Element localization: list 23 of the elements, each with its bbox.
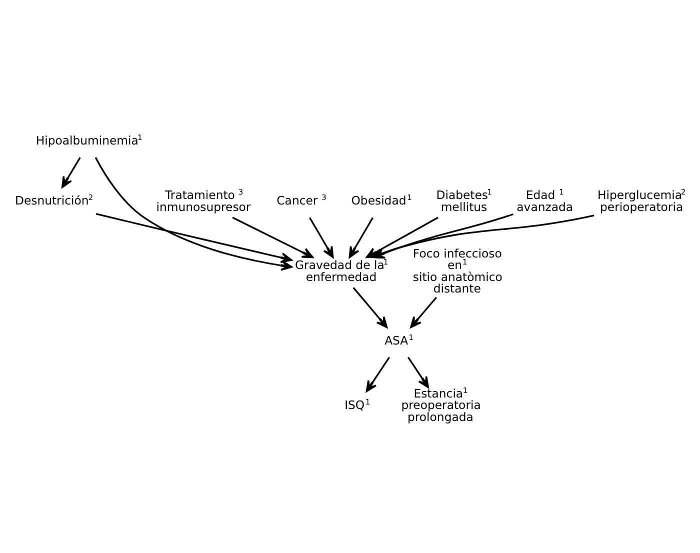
arrow: [366, 356, 390, 392]
node-text: Diabetes$^{1}$ mellitus: [436, 188, 492, 214]
node-text: Estancia$^{1}$ preoperatoria prolongada: [401, 386, 481, 424]
node-text: Tratamiento $^{3}$ inmunosupresor: [156, 188, 251, 214]
arrow: [232, 216, 314, 258]
node-text: Cancer $^{3}$: [276, 193, 326, 208]
arrow: [410, 296, 437, 328]
arrow: [61, 157, 81, 188]
node-text: Edad $^{1}$ avanzada: [516, 188, 574, 214]
arrow: [309, 217, 334, 258]
node-text: Foco infeccioso en$^{1}$ sitio anatòmico distante: [412, 246, 502, 296]
arrow: [94, 157, 292, 271]
node-text: Gravedad de la$^{1}$ enfermedad: [295, 258, 388, 284]
arrow: [348, 217, 374, 258]
node-text: ISQ$^{1}$: [344, 397, 370, 412]
node-text: Hiperglucemia$^{2}$ perioperatoria: [598, 188, 686, 214]
node-text: Desnutrición$^{2}$: [15, 193, 94, 208]
arrow: [96, 213, 292, 263]
node-text: Obesidad$^{1}$: [351, 193, 412, 208]
node-text: Hipoalbuminemia$^{1}$: [36, 133, 142, 148]
arrow: [352, 287, 388, 328]
node-text: ASA$^{1}$: [384, 333, 414, 348]
arrow: [408, 356, 429, 388]
